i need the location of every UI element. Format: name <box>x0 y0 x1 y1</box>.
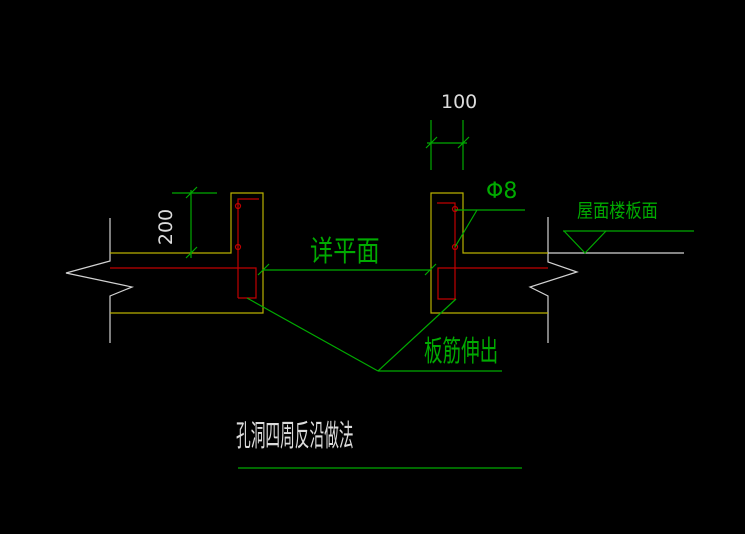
drawing-title: 孔洞四周反沿做法 <box>236 419 354 454</box>
rebar-size-label: Φ8 <box>486 179 518 204</box>
left-rebar-hook <box>238 267 257 299</box>
dim-hole-ticks <box>257 263 437 276</box>
left-curb-vertical-rebar <box>237 198 259 298</box>
elevation-triangle-icon <box>563 230 607 254</box>
right-rebar-hook <box>437 267 455 300</box>
dim-100-lines <box>427 120 467 170</box>
dim-200-value: 200 <box>155 208 177 246</box>
left-curb-slab-outline <box>110 192 264 314</box>
dim-200-ticks <box>185 186 198 259</box>
dim-200-lines <box>172 190 217 258</box>
rebar-extension-leaders <box>246 297 457 372</box>
left-rebar-section-upper <box>234 202 242 210</box>
hole-width-label: 详平面 <box>310 234 380 268</box>
dim-100-value: 100 <box>441 91 478 113</box>
concrete-outline <box>110 192 548 314</box>
roof-slab-surface-label: 屋面楼板面 <box>577 200 658 222</box>
right-break-line <box>528 217 579 343</box>
rebar-lines <box>110 198 548 300</box>
break-lines <box>65 217 684 343</box>
left-rebar-section-lower <box>234 243 242 251</box>
annotation-lines <box>172 120 694 469</box>
right-curb-slab-outline <box>430 192 548 314</box>
left-break-line <box>65 218 135 343</box>
right-rebar-section-lower <box>451 243 459 251</box>
phi8-leader-line <box>454 209 525 248</box>
dim-100-ticks <box>425 136 470 149</box>
slab-rebar-extension-label: 板筋伸出 <box>424 334 499 368</box>
right-curb-vertical-rebar <box>437 202 456 299</box>
right-rebar-section-upper <box>451 205 459 213</box>
